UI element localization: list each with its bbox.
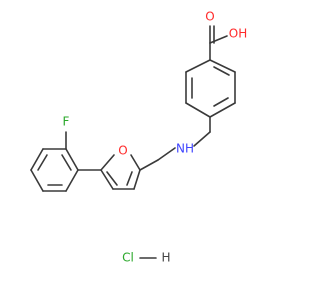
benzoic-double-2	[213, 97, 229, 107]
chlorine-label: Cl	[122, 251, 134, 265]
benzoic-ring-bond-3	[209, 102, 236, 118]
furan-double-2	[126, 171, 133, 186]
furan-ring-bond-5	[133, 169, 141, 190]
furan-oxygen-label: O	[118, 144, 127, 158]
benzoic-ring-bond-6	[185, 59, 211, 73]
benzoic-ring-bond-1	[209, 59, 236, 73]
acid-oxygen-label: O	[205, 10, 214, 24]
molecule-svg: O OH NH O F Cl H	[30, 10, 247, 265]
hydrogen-label: H	[161, 251, 170, 265]
benzoic-double-1	[213, 66, 230, 76]
fluoro-double-2	[37, 154, 48, 171]
furan-ring-bond-3	[100, 169, 114, 190]
molecule-canvas: O OH NH O F Cl H	[30, 9, 248, 265]
amine-label: NH	[176, 142, 194, 156]
benzoic-ring-bond-4	[185, 102, 211, 118]
fluoro-ring-bond-3	[30, 148, 44, 171]
acid-bond-c-oh	[209, 35, 228, 44]
acid-hydroxyl-label: OH	[229, 27, 247, 41]
furan-double-1	[106, 171, 118, 186]
amine-bond-1	[157, 147, 176, 161]
furan-linker-bond	[139, 159, 159, 171]
fluoro-double-1	[61, 154, 72, 171]
fluoro-ring-bond-6	[65, 169, 79, 192]
furan-ring-bond-2	[100, 154, 115, 171]
fluoro-ring-bond-1	[65, 148, 79, 171]
fluoro-ring-bond-4	[30, 169, 44, 192]
fluorine-label: F	[63, 115, 70, 129]
benzyl-bond-2	[193, 131, 211, 147]
furan-ring-bond-1	[130, 154, 141, 171]
